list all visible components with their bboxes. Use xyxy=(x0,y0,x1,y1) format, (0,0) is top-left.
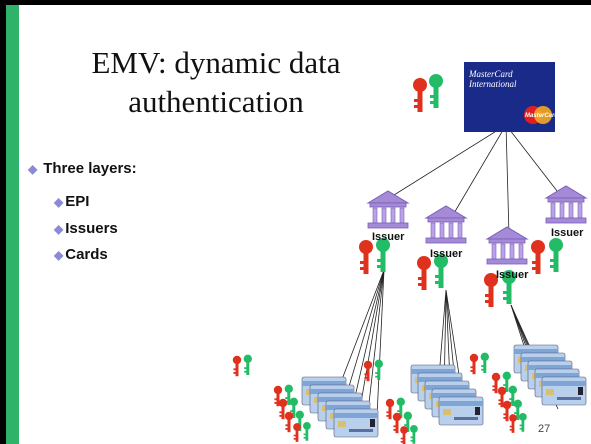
mastercard-logo: MasterCard International MasterCard xyxy=(464,62,559,132)
bullet-sub-cards: ◆Cards xyxy=(54,246,108,263)
epi-key-pair-icon xyxy=(413,74,443,112)
issuer-label: Issuer xyxy=(430,248,463,260)
diamond-bullet-icon: ◆ xyxy=(54,248,64,262)
credit-card-icon xyxy=(333,408,379,438)
credit-card-stack-2 xyxy=(410,364,484,426)
mastercard-circles-icon xyxy=(524,106,552,126)
issuer-label: Issuer xyxy=(551,227,584,239)
logo-line-1: MasterCard xyxy=(469,69,513,79)
title-line-1: EMV: dynamic data xyxy=(91,45,341,80)
slide: EMV: dynamic data authentication ◆ Three … xyxy=(6,5,591,444)
accent-bar xyxy=(6,5,19,444)
bank-icon xyxy=(545,185,587,224)
bullet-sub-text: Cards xyxy=(65,246,108,263)
credit-card-stack-1 xyxy=(301,376,379,438)
diamond-bullet-icon: ◆ xyxy=(28,162,38,176)
issuer-key-pair-icon xyxy=(531,238,563,274)
credit-card-icon xyxy=(438,396,484,426)
logo-line-2: International xyxy=(469,79,517,89)
credit-card-icon xyxy=(541,376,587,406)
bank-icon xyxy=(367,190,409,229)
bank-icon xyxy=(425,205,467,244)
issuer-key-pair-icon xyxy=(359,238,390,274)
issuer-label: Issuer xyxy=(372,231,405,243)
bullet-sub-epi: ◆EPI xyxy=(54,193,89,210)
diamond-bullet-icon: ◆ xyxy=(54,222,64,236)
logo-text: MasterCard International xyxy=(469,69,517,89)
bullet-main-text: Three layers: xyxy=(43,160,137,177)
bullet-sub-text: Issuers xyxy=(65,220,118,237)
issuer-label: Issuer xyxy=(496,269,529,281)
title-line-2: authentication xyxy=(128,84,304,119)
slide-title: EMV: dynamic data authentication xyxy=(66,43,366,121)
bank-icon xyxy=(486,226,528,265)
bullet-main: ◆ Three layers: xyxy=(28,160,137,177)
hierarchy-diagram xyxy=(232,74,587,444)
bullet-sub-text: EPI xyxy=(65,193,90,210)
credit-card-stack-3 xyxy=(513,344,587,406)
diamond-bullet-icon: ◆ xyxy=(54,195,64,209)
logo-mini-text: MasterCard xyxy=(525,113,559,119)
page-number: 27 xyxy=(538,423,551,435)
bullet-sub-issuers: ◆Issuers xyxy=(54,220,118,237)
